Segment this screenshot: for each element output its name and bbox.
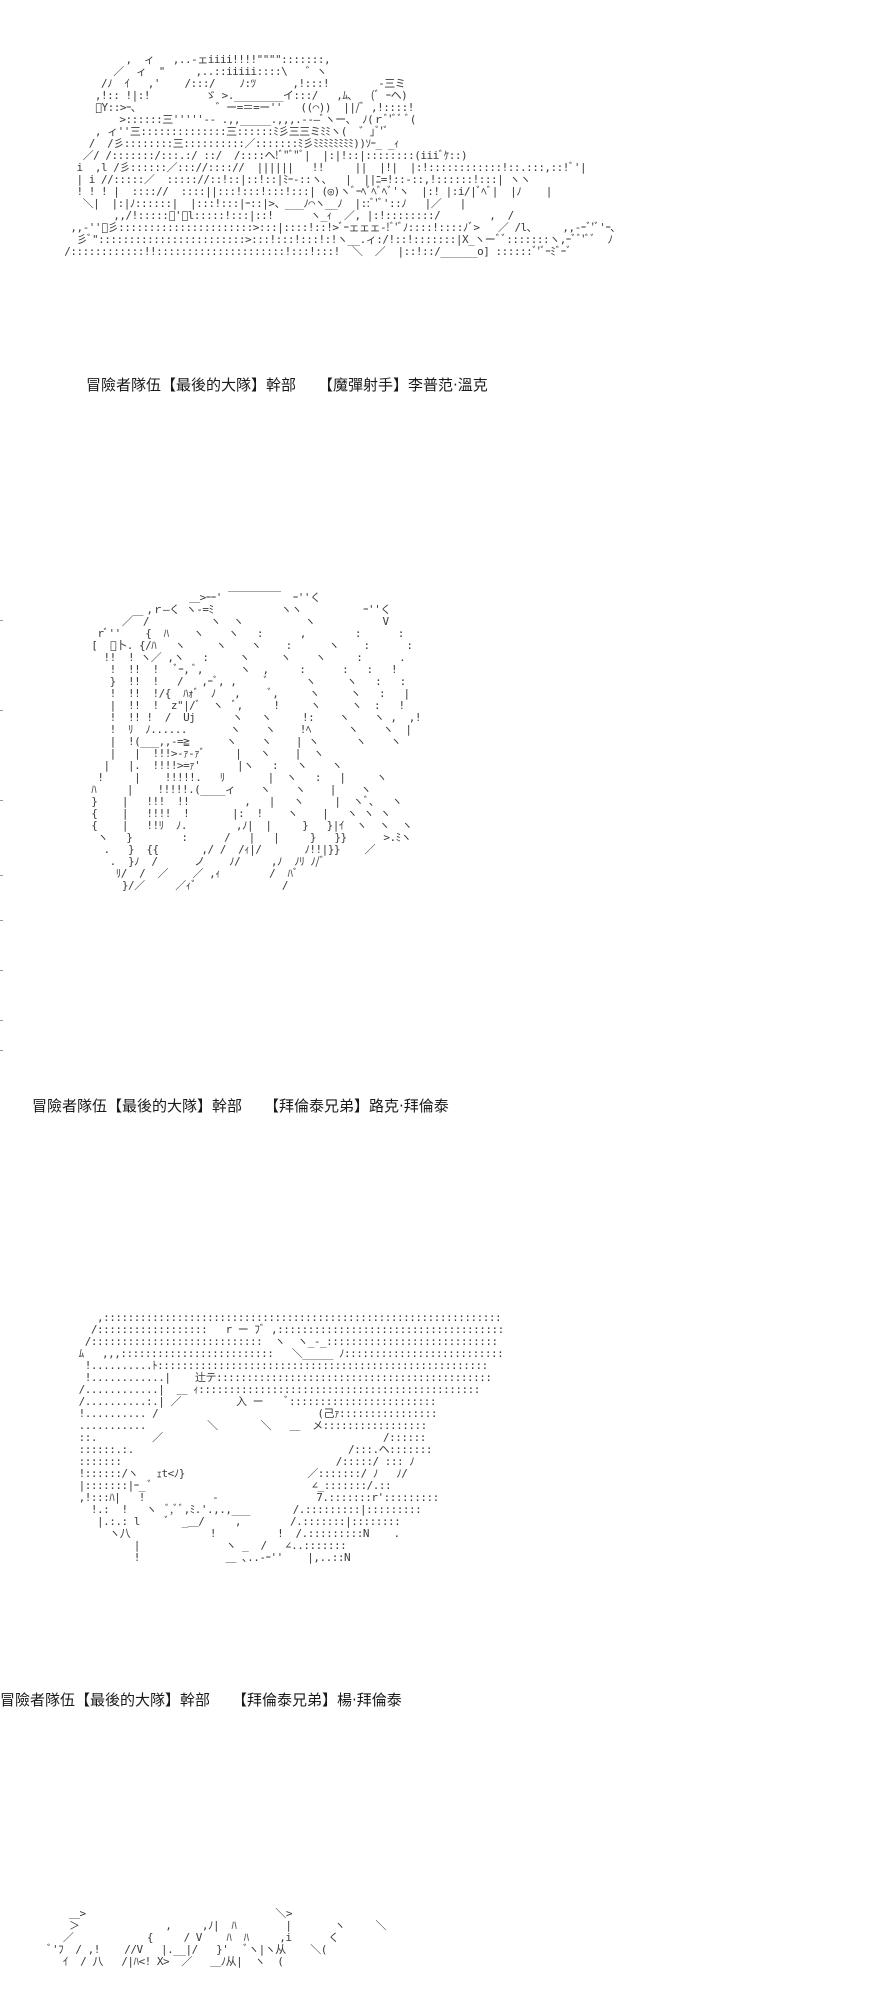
caption-1-group: 冒險者隊伍【最後的大隊】幹部: [86, 376, 297, 394]
caption-1: 冒險者隊伍【最後的大隊】幹部 【魔彈射手】李普范·溫克: [86, 376, 488, 394]
caption-2-character: 【拜倫泰兄弟】路克·拜倫泰: [264, 1097, 449, 1115]
caption-3-group: 冒險者隊伍【最後的大隊】幹部: [0, 1691, 211, 1709]
ascii-art-figure-4: ＿> ＼> ＞ , ,ﾉ| ﾊ | ヽ ＼ ／ { / V ﾊ ﾊ ,i く ﾞ…: [44, 1907, 386, 1968]
margin-ticks: [0, 620, 6, 1070]
ascii-art-figure-1: , ィ ,..-ェiiii!!!!"""":::::::, ／ ィ " ,..:…: [64, 53, 616, 258]
caption-3-character: 【拜倫泰兄弟】楊·拜倫泰: [232, 1691, 402, 1709]
ascii-art-figure-3: ,:::::::::::::::::::::::::::::::::::::::…: [78, 1311, 505, 1564]
caption-1-character: 【魔彈射手】李普范·溫克: [318, 376, 488, 394]
ascii-art-figure-2: ＿>ｰｰ' ￣￣￣￣￣ ｰ''く ,ｒ―く ヽ-=ﾐ ヽヽ ｰ''く ／￣/ ヽ…: [91, 591, 421, 892]
caption-3: 冒險者隊伍【最後的大隊】幹部 【拜倫泰兄弟】楊·拜倫泰: [0, 1691, 402, 1709]
caption-2-group: 冒險者隊伍【最後的大隊】幹部: [32, 1097, 243, 1115]
caption-2: 冒險者隊伍【最後的大隊】幹部 【拜倫泰兄弟】路克·拜倫泰: [32, 1097, 449, 1115]
